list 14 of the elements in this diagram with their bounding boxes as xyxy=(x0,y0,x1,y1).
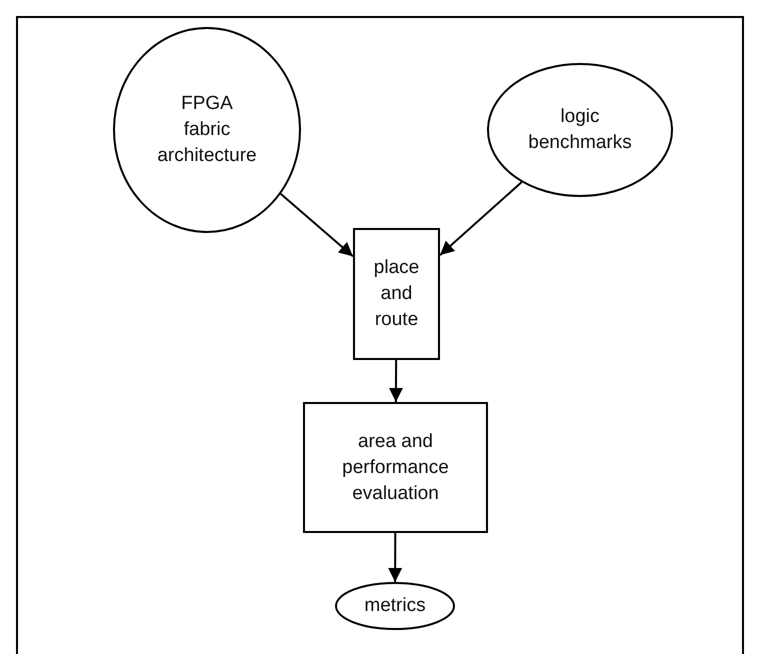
ellipse-node xyxy=(335,582,455,630)
arrow xyxy=(280,193,354,258)
arrow xyxy=(388,533,402,582)
node-label: area and performance evaluation xyxy=(341,430,450,506)
node-label: place and route xyxy=(372,256,420,332)
process-box xyxy=(353,228,440,360)
arrow xyxy=(439,181,522,256)
arrow xyxy=(388,360,403,402)
node-label: FPGA fabric architecture xyxy=(157,92,257,168)
process-box xyxy=(303,402,488,533)
node-label: metrics xyxy=(363,594,427,618)
ellipse-node xyxy=(487,63,673,197)
ellipse-node xyxy=(113,27,301,233)
node-label: logic benchmarks xyxy=(527,105,633,155)
